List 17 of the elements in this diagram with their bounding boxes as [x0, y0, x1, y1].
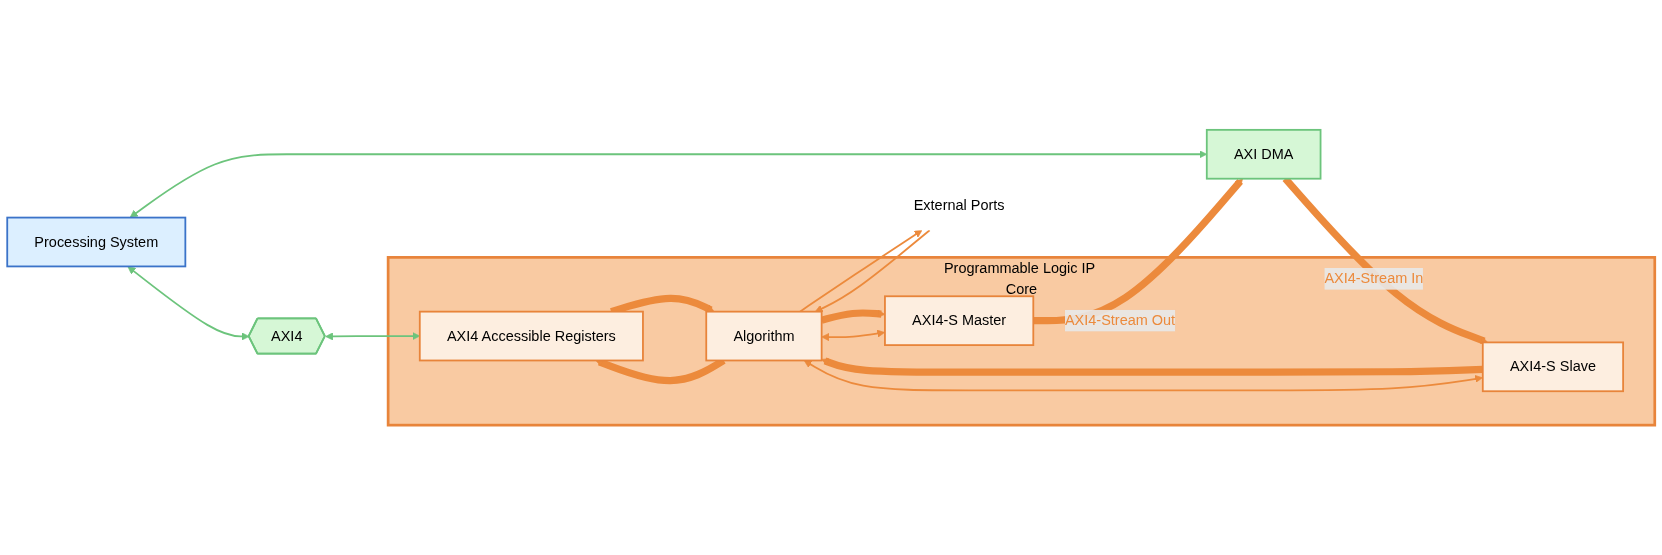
- arrow: [821, 357, 1483, 376]
- node-box: AXI4-S Master: [884, 295, 1035, 346]
- node-box: Algorithm: [705, 310, 823, 362]
- node-box: Processing System: [6, 216, 187, 268]
- arrow: [814, 229, 931, 313]
- edge-label: AXI4-Stream In: [1324, 270, 1424, 287]
- arrow: [821, 329, 885, 342]
- node-box: AXI DMA: [1205, 128, 1322, 180]
- node-box: AXI4-S Slave: [1481, 341, 1624, 393]
- node-text: External Ports: [913, 197, 1005, 214]
- arrow: [799, 229, 923, 313]
- node-box: AXI4 Accessible Registers: [418, 310, 644, 362]
- arrow: [820, 309, 886, 324]
- arrow: [1033, 178, 1243, 325]
- edge-label: AXI4-Stream Out: [1064, 312, 1176, 328]
- arrow: [803, 360, 1483, 392]
- arrow: [127, 266, 250, 341]
